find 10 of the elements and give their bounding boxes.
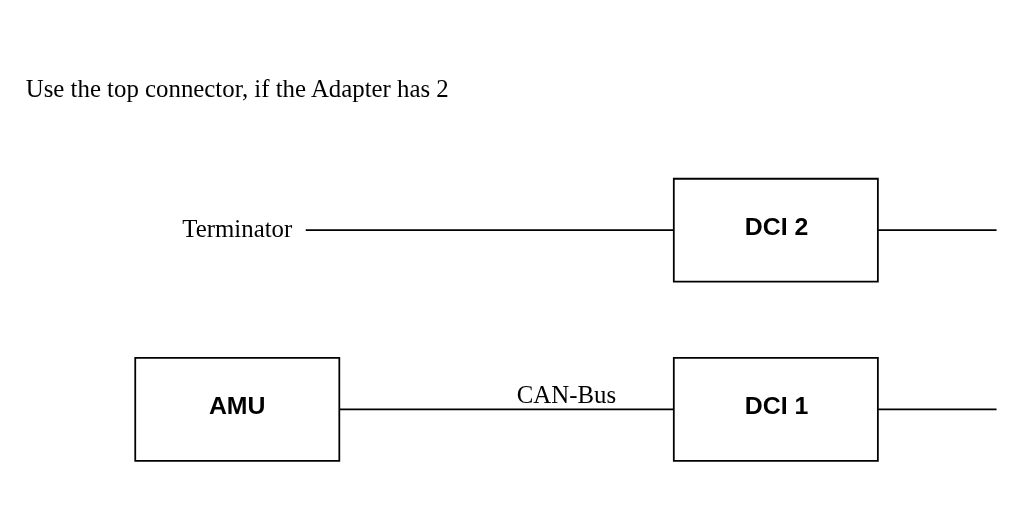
node-box: AMU — [134, 357, 341, 462]
connector — [877, 229, 998, 232]
label: Use the top connector, if the Adapter has 2 — [25, 74, 449, 102]
node-text: Terminator — [182, 214, 293, 242]
node-box: DCI 2 — [672, 177, 879, 283]
connector — [304, 229, 675, 232]
connector — [338, 408, 675, 411]
edge-label: CAN-Bus — [516, 380, 617, 408]
node-box: DCI 1 — [672, 357, 879, 462]
connector — [877, 408, 998, 411]
